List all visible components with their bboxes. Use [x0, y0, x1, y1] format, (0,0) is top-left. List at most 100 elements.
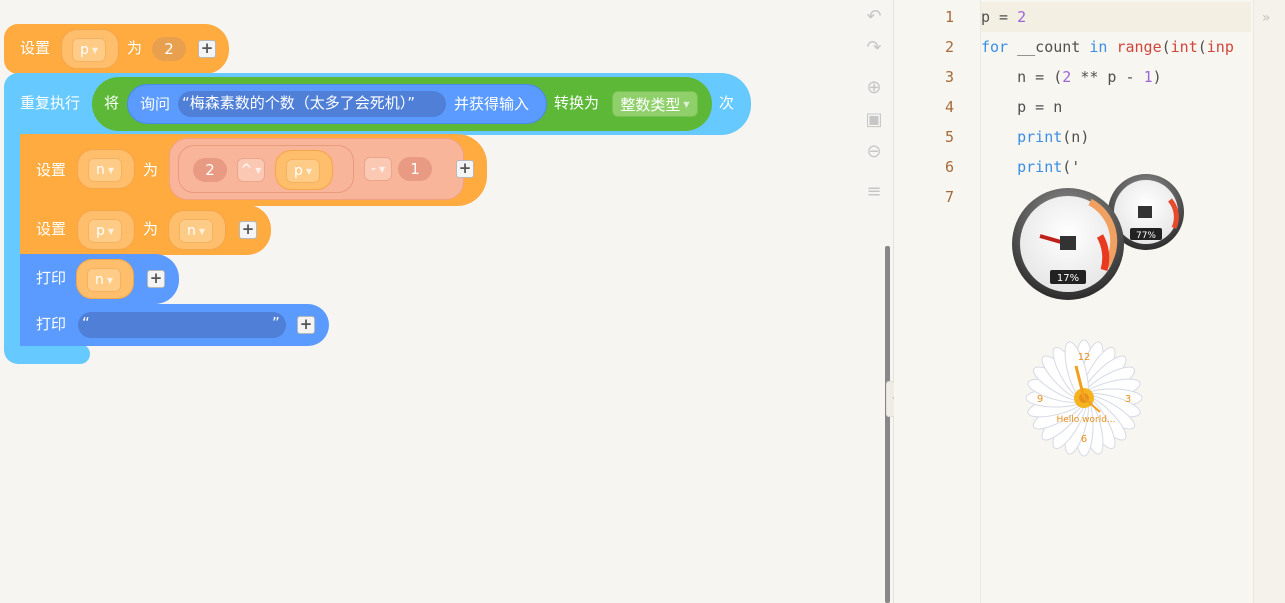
clock-12: 12 [1078, 352, 1091, 363]
zoom-reset-icon[interactable]: ▣ [865, 109, 883, 130]
code-line[interactable]: print(n) [981, 128, 1089, 146]
var-dropdown-n[interactable]: n▼ [88, 158, 122, 182]
add-icon[interactable]: + [297, 316, 315, 334]
active-line [981, 2, 1251, 32]
flower-clock-gadget: 12 3 6 9 Hello world... [1025, 339, 1143, 457]
var-slot-p[interactable]: p▼ [275, 150, 333, 190]
code-line[interactable]: for __count in range(int(inp [981, 38, 1234, 56]
print-block-text[interactable]: 打印 “ ” + [20, 304, 329, 346]
chevron-down-icon: ▼ [198, 226, 206, 236]
prompt-input[interactable]: “梅森素数的个数（太多了会死机）” [178, 91, 446, 117]
zoom-out-icon[interactable]: ⊖ [866, 141, 882, 162]
var-slot-n[interactable]: n▼ [76, 259, 134, 299]
to-label: 为 [143, 220, 159, 238]
minus-expression[interactable]: 2 ^▼ p▼ -▼ 1 [169, 138, 464, 200]
code-token: for [981, 38, 1009, 56]
chevron-down-icon: ▼ [107, 226, 115, 236]
value-input[interactable]: 2 [152, 37, 186, 61]
add-icon[interactable]: + [198, 40, 216, 58]
print-label: 打印 [36, 315, 67, 333]
repeat-footer [4, 344, 90, 364]
code-token: in [1089, 38, 1108, 56]
set-block-p2[interactable]: 设置 p▼ 为 n▼ + [20, 205, 271, 255]
align-icon[interactable]: ≡ [866, 181, 882, 202]
code-token: (n) [1062, 128, 1090, 146]
var-dropdown-n[interactable]: n▼ [87, 268, 121, 292]
close-quote: ” [272, 314, 280, 332]
code-token: ** p - [1071, 68, 1144, 86]
line-number: 1 [944, 8, 954, 26]
cpu-meter-gadget: 77% 17% [1012, 174, 1184, 300]
open-quote: “ [82, 314, 90, 332]
chevron-down-icon: ▼ [305, 166, 313, 176]
code-token [981, 128, 1017, 146]
code-line[interactable]: n = (2 ** p - 1) [981, 68, 1162, 86]
line-number: 4 [944, 98, 954, 116]
add-icon[interactable]: + [147, 270, 165, 288]
line-number: 5 [944, 128, 954, 146]
minus-value-input[interactable]: 1 [398, 157, 432, 181]
code-line[interactable]: p = n [981, 98, 1062, 116]
redo-icon[interactable]: ↷ [866, 37, 882, 58]
var-slot-p[interactable]: p▼ [77, 210, 135, 250]
var-slot-n[interactable]: n▼ [77, 149, 135, 189]
var-dropdown-p[interactable]: p▼ [286, 159, 320, 183]
set-block-p[interactable]: 设置 p▼ 为 2 + [4, 24, 229, 74]
code-token: p = [981, 8, 1018, 26]
code-token: 2 [1017, 8, 1027, 26]
power-expression[interactable]: 2 ^▼ p▼ [178, 145, 354, 193]
set-label: 设置 [20, 39, 51, 57]
code-token: (' [1062, 158, 1081, 176]
code-token: print [1017, 158, 1063, 176]
print-block-n[interactable]: 打印 n▼ + [20, 254, 179, 304]
chevron-down-icon: ▼ [107, 165, 115, 175]
repeat-label: 重复执行 [20, 94, 81, 112]
minus-operator-dropdown[interactable]: -▼ [364, 157, 392, 181]
add-icon[interactable]: + [239, 221, 257, 239]
code-line[interactable]: print(' [981, 158, 1080, 176]
convert-label: 转换为 [554, 94, 600, 112]
ask-label: 询问 [140, 95, 171, 113]
blocks-workspace[interactable]: 设置 p▼ 为 2 + 重复执行 次 将 转换为 整数类型▼ 询问 “梅森素数的… [0, 0, 860, 603]
add-icon[interactable]: + [456, 160, 474, 178]
convert-prefix-label: 将 [104, 94, 120, 112]
workspace-scrollbar[interactable] [885, 246, 890, 603]
var-slot-p[interactable]: p▼ [61, 29, 119, 69]
code-token: ( [1197, 38, 1207, 56]
to-label: 为 [143, 161, 159, 179]
var-slot-n[interactable]: n▼ [168, 210, 226, 250]
chevron-down-icon: ▼ [106, 275, 114, 285]
chevron-down-icon: ▼ [255, 165, 262, 175]
line-number: 3 [944, 68, 954, 86]
clock-6: 6 [1081, 434, 1087, 445]
times-label: 次 [719, 94, 735, 112]
cpu-percent: 17% [1057, 273, 1079, 284]
var-dropdown-n[interactable]: n▼ [179, 219, 213, 243]
zoom-in-icon[interactable]: ⊕ [866, 77, 882, 98]
expand-icon[interactable]: » [1262, 10, 1271, 26]
chevron-down-icon: ▼ [378, 164, 386, 174]
undo-icon[interactable]: ↶ [866, 6, 882, 27]
code-token: ) [1152, 68, 1162, 86]
type-dropdown[interactable]: 整数类型▼ [612, 91, 698, 117]
pow-operator-dropdown[interactable]: ^▼ [237, 158, 265, 182]
base-input[interactable]: 2 [193, 158, 227, 182]
code-line[interactable]: p = 2 [981, 8, 1026, 26]
var-dropdown-p[interactable]: p▼ [72, 38, 106, 62]
line-number: 7 [944, 188, 954, 206]
set-block-n[interactable]: 设置 n▼ 为 2 ^▼ p▼ -▼ 1 [20, 134, 487, 206]
code-token: range [1116, 38, 1162, 56]
text-input[interactable]: “ ” [78, 312, 286, 338]
prompt-text: “梅森素数的个数（太多了会死机）” [182, 94, 416, 112]
get-input-label: 并获得输入 [454, 95, 530, 113]
var-dropdown-p[interactable]: p▼ [88, 219, 122, 243]
ask-block[interactable]: 询问 “梅森素数的个数（太多了会死机）” 并获得输入 [127, 84, 547, 124]
memory-chip-icon [1138, 206, 1152, 218]
code-token: ( [1161, 38, 1171, 56]
code-token: n = ( [981, 68, 1063, 86]
code-token: __count [1008, 38, 1090, 56]
code-token: inp [1206, 38, 1234, 56]
code-token: print [1017, 128, 1063, 146]
